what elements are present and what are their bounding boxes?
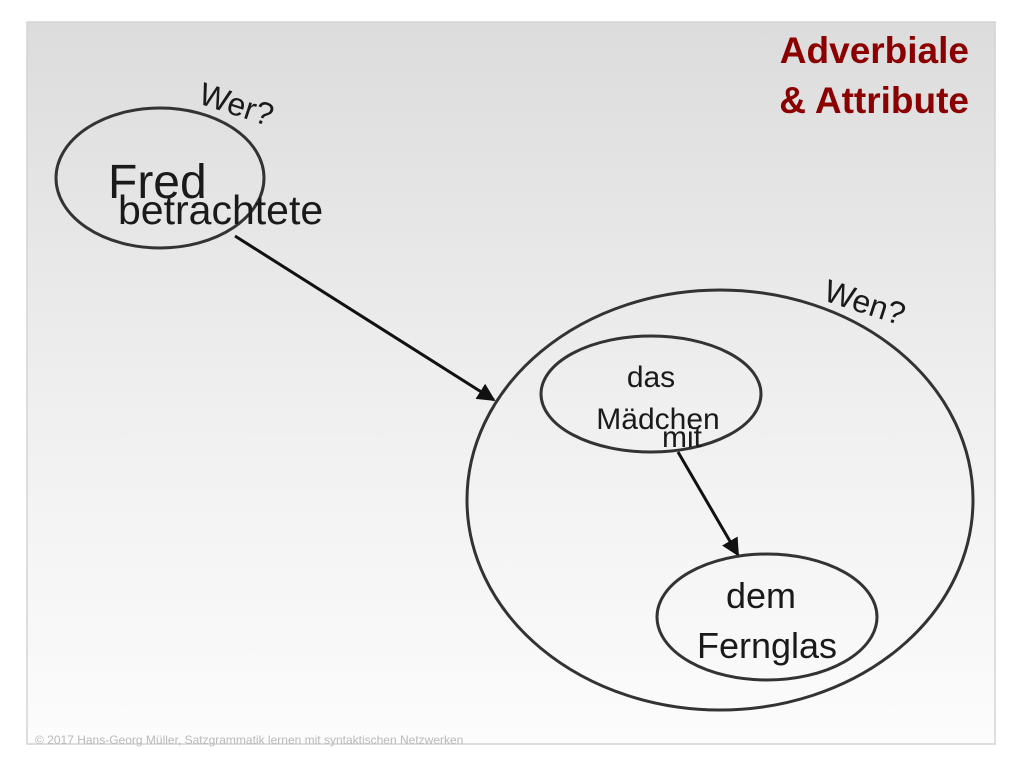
object-line-1: das: [627, 361, 675, 394]
verb-label: betrachtete: [118, 187, 323, 233]
copyright-text: © 2017 Hans-Georg Müller, Satzgrammatik …: [35, 733, 463, 747]
attribute-line-2: Fernglas: [697, 625, 837, 666]
verb-object-arrow: [234, 234, 496, 402]
title-line-1: Adverbiale: [780, 30, 969, 71]
object-node-ellipse: [465, 288, 975, 712]
object-core-ellipse: [539, 334, 763, 454]
preposition-attribute-arrow: [676, 451, 740, 557]
subject-node-ellipse: [54, 106, 266, 250]
object-line-2: Mädchen: [596, 403, 719, 436]
preposition-label: mit: [662, 421, 703, 454]
attribute-node-ellipse: [655, 552, 879, 682]
title-line-2: & Attribute: [779, 80, 969, 121]
attribute-line-1: dem: [726, 575, 796, 616]
subject-label: Fred: [108, 156, 207, 209]
